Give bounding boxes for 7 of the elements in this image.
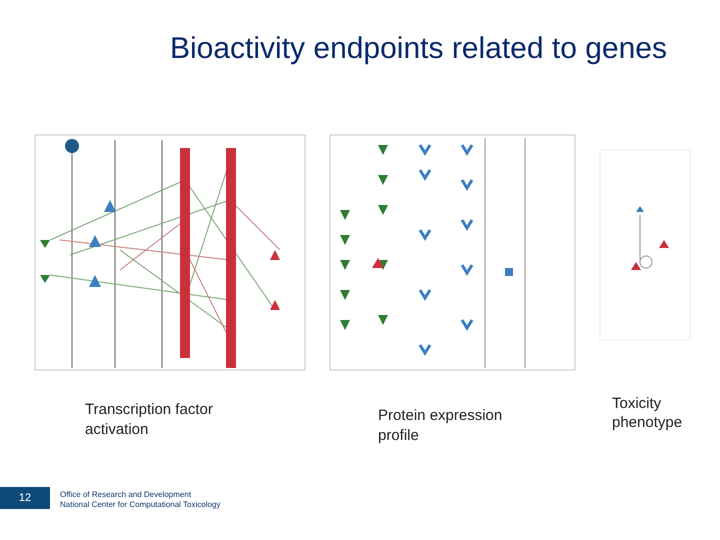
panel-caption: Transcription factor activation (85, 400, 214, 440)
page-number: 12 (0, 487, 50, 509)
panel-caption: Protein expression profile (378, 406, 504, 446)
footer-text: Office of Research and Development (60, 490, 192, 499)
slide-title: Bioactivity endpoints related to genes (170, 31, 668, 67)
panel-caption: Toxicity phenotype (612, 394, 684, 432)
footer-text: National Center for Computational Toxicology (60, 500, 220, 509)
